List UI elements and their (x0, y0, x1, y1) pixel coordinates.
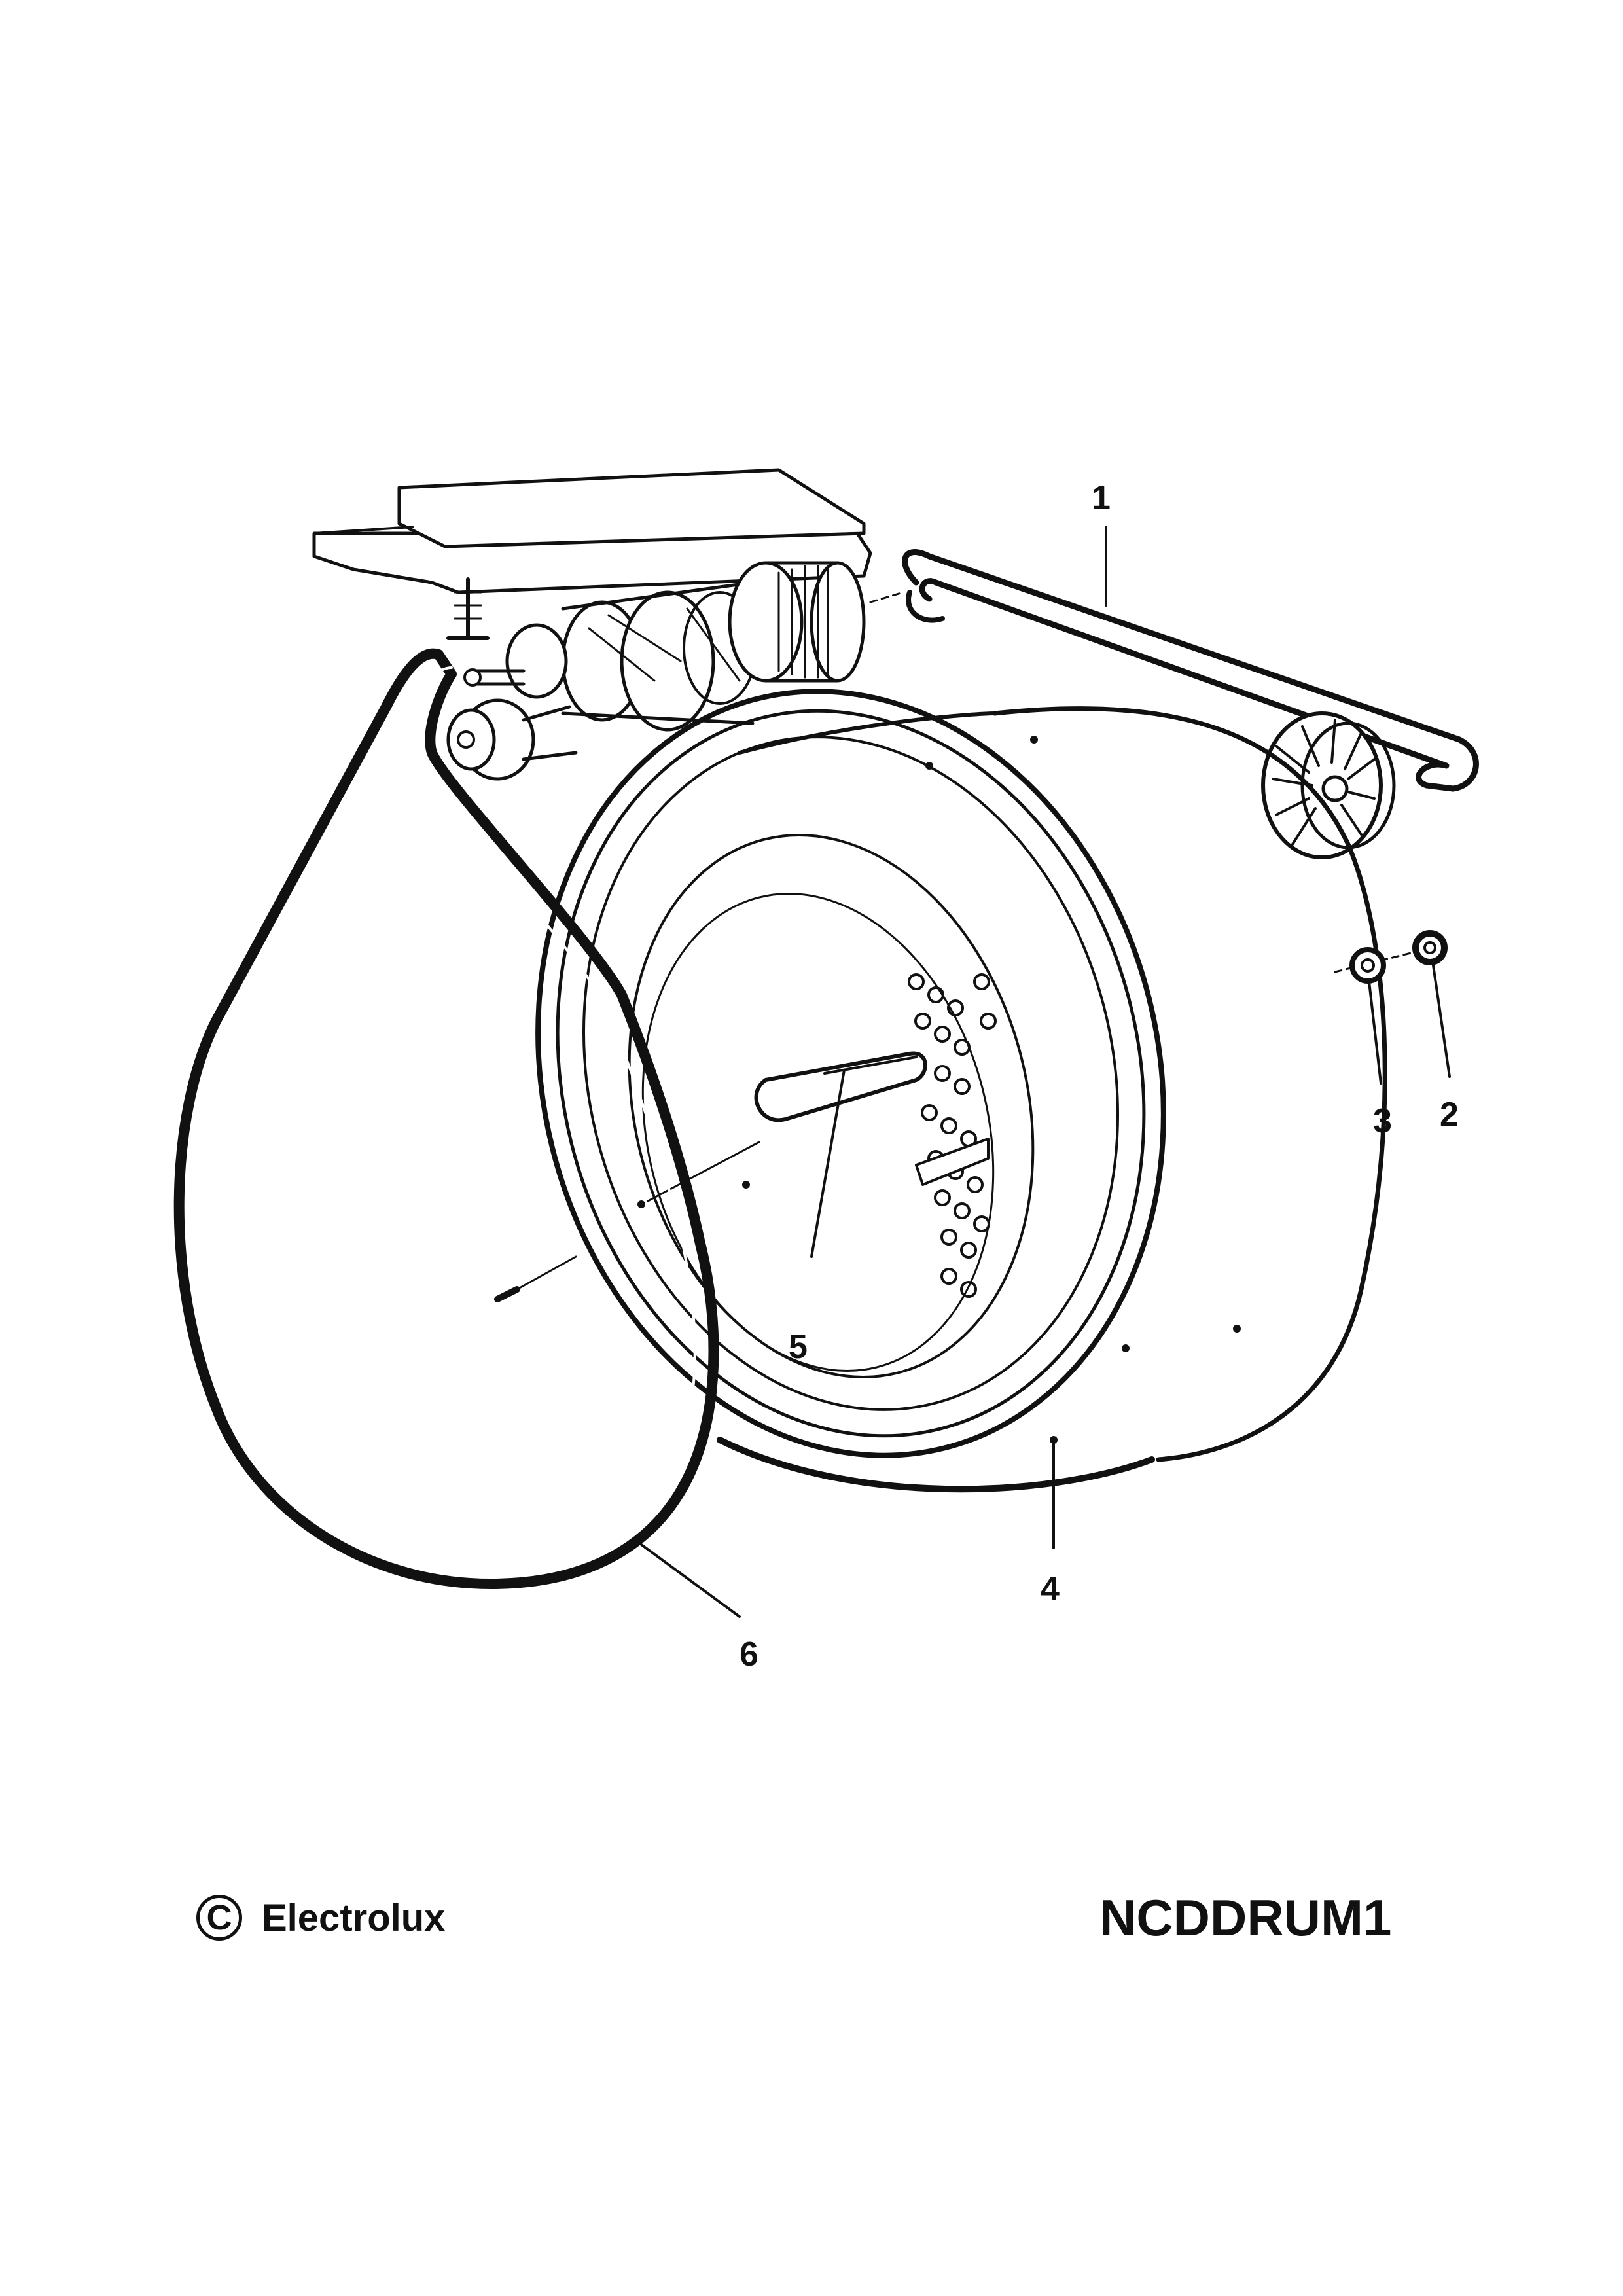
drum (494, 689, 1387, 1493)
callout-6: 6 (740, 1636, 758, 1674)
callout-5: 5 (789, 1328, 808, 1366)
callout-2: 2 (1440, 1096, 1459, 1134)
fan-belt (902, 549, 1479, 792)
callout-4: 4 (1041, 1570, 1060, 1608)
callout-3: 3 (1373, 1102, 1392, 1140)
leader-lines (640, 526, 1451, 1618)
drum-belt (173, 648, 719, 1589)
motor-assembly (312, 468, 904, 781)
fan-wheel (1261, 711, 1396, 859)
copyright-line: C Electrolux (196, 1895, 445, 1941)
brand-name: Electrolux (262, 1896, 446, 1939)
callout-1: 1 (1092, 479, 1111, 517)
copyright-icon: C (196, 1895, 242, 1941)
washers (1334, 930, 1448, 984)
diagram-code: NCDDRUM1 (1099, 1889, 1392, 1946)
